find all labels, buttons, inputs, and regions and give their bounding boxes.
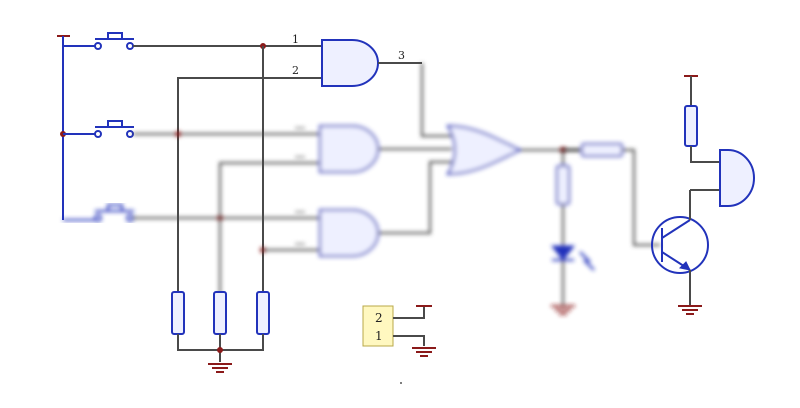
push-button-1 <box>63 32 322 50</box>
gate1-pin-b-label: 2 <box>292 64 299 77</box>
gate1-pin-out-label: 3 <box>398 49 405 62</box>
pulldown-resistors <box>171 291 270 362</box>
base-resistor <box>563 143 660 246</box>
blurred-logic-region <box>133 63 580 300</box>
gate1-pin-a-label: 1 <box>292 33 299 46</box>
push-button-3 <box>63 204 134 222</box>
push-button-2 <box>63 120 134 138</box>
ground-symbol-resistors <box>208 363 232 373</box>
ground-symbol-transistor <box>678 305 702 315</box>
and-gate-1: 3 <box>321 39 422 87</box>
connector-block: 2 1 <box>362 305 436 384</box>
gate1-input-wires: 1 2 <box>177 33 322 300</box>
led-branch <box>550 147 595 315</box>
connector-pin-top-label: 2 <box>375 311 383 325</box>
npn-transistor <box>651 190 709 306</box>
left-supply-bus <box>57 35 70 220</box>
connector-pin-bottom-label: 1 <box>375 329 383 343</box>
buzzer-supply <box>684 75 755 207</box>
